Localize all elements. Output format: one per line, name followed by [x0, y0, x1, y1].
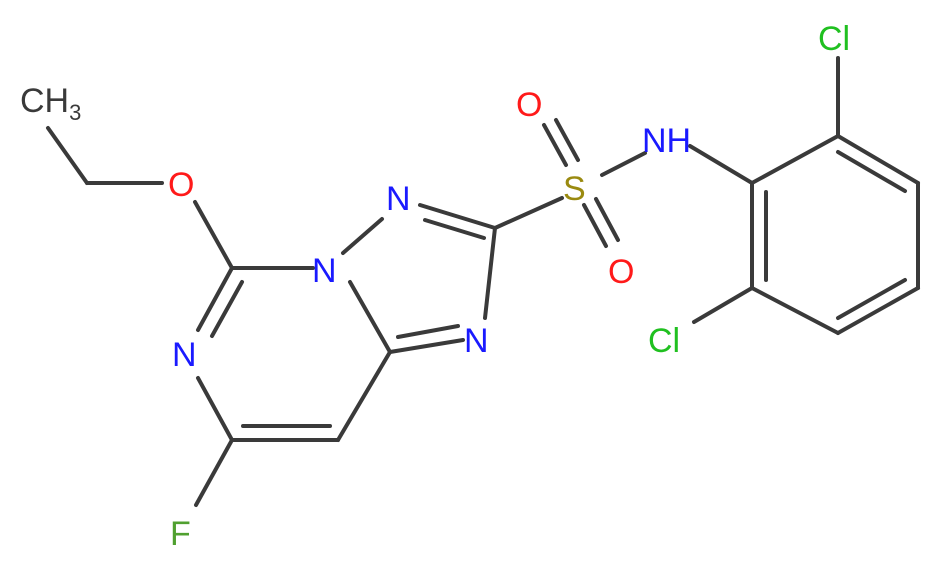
atom-s: S — [563, 170, 586, 208]
bond-c2p-c3p-double — [836, 150, 907, 193]
bonds — [46, 56, 920, 507]
bond-c7-f — [194, 438, 234, 507]
bond-c5p-c6p — [750, 286, 840, 335]
bond-c1p-c2p — [750, 134, 840, 185]
bond-c2p-c3p — [836, 134, 920, 185]
atom-labels: CH3 O N N N N F S O O NH Cl Cl — [20, 20, 850, 553]
bond-c5-n6 — [196, 266, 234, 332]
bond-c8-c9 — [336, 350, 392, 442]
atom-cl-top: Cl — [818, 20, 850, 58]
bond-c2-s — [493, 196, 564, 230]
bond-o-c5 — [193, 200, 234, 270]
atom-n-triazole-top: N — [386, 180, 411, 218]
atom-n-triazole-bottom: N — [464, 322, 489, 360]
atom-ch3: CH3 — [20, 82, 81, 125]
atom-ch3-main: CH — [20, 82, 69, 120]
bond-c5-n6-double — [210, 280, 244, 338]
bond-c4p-c5p-double — [836, 278, 907, 320]
bond-c9-n4 — [348, 280, 392, 354]
atom-o-bottom: O — [608, 253, 634, 291]
bond-s-otop-b — [554, 118, 580, 162]
bond-c6p-clbottom — [692, 286, 754, 324]
atom-o-ether: O — [168, 166, 194, 204]
bond-n1-c2-double — [423, 218, 486, 240]
atom-n-pyrimidine: N — [172, 336, 197, 374]
atom-o-top: O — [516, 86, 542, 124]
bond-s-otop-a — [542, 123, 568, 167]
atom-ch3-subscript: 3 — [69, 100, 81, 125]
atom-n-bridge: N — [312, 252, 337, 290]
bond-n3-c9-double — [396, 324, 460, 339]
bond-n4-n1 — [341, 217, 384, 255]
atom-nh: NH — [642, 122, 691, 160]
bond-n3-c9 — [388, 338, 465, 354]
bond-s-nh — [600, 151, 647, 177]
bond-c2-n3 — [483, 226, 497, 320]
atom-f: F — [170, 515, 191, 553]
bond-c4p-c5p — [836, 286, 920, 335]
bond-s-obottom-a — [582, 203, 608, 248]
atom-cl-bottom: Cl — [648, 322, 680, 360]
bond-s-obottom-b — [594, 197, 620, 242]
bond-n6-c7 — [196, 376, 234, 442]
bond-nh-c1p — [688, 144, 754, 185]
bond-n1-c2 — [418, 203, 497, 230]
bond-ch3-ch2 — [46, 126, 89, 185]
